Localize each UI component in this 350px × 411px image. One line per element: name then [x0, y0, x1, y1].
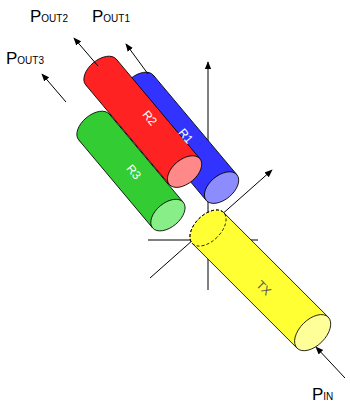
signal-label: POUT1 [92, 8, 130, 25]
tx-cylinder [183, 203, 337, 357]
signal-label: PIN [312, 386, 333, 403]
signal-label: POUT3 [6, 50, 44, 67]
signal-label: POUT2 [30, 8, 68, 25]
power-arrows [42, 38, 345, 378]
r2-cylinder [78, 50, 208, 194]
